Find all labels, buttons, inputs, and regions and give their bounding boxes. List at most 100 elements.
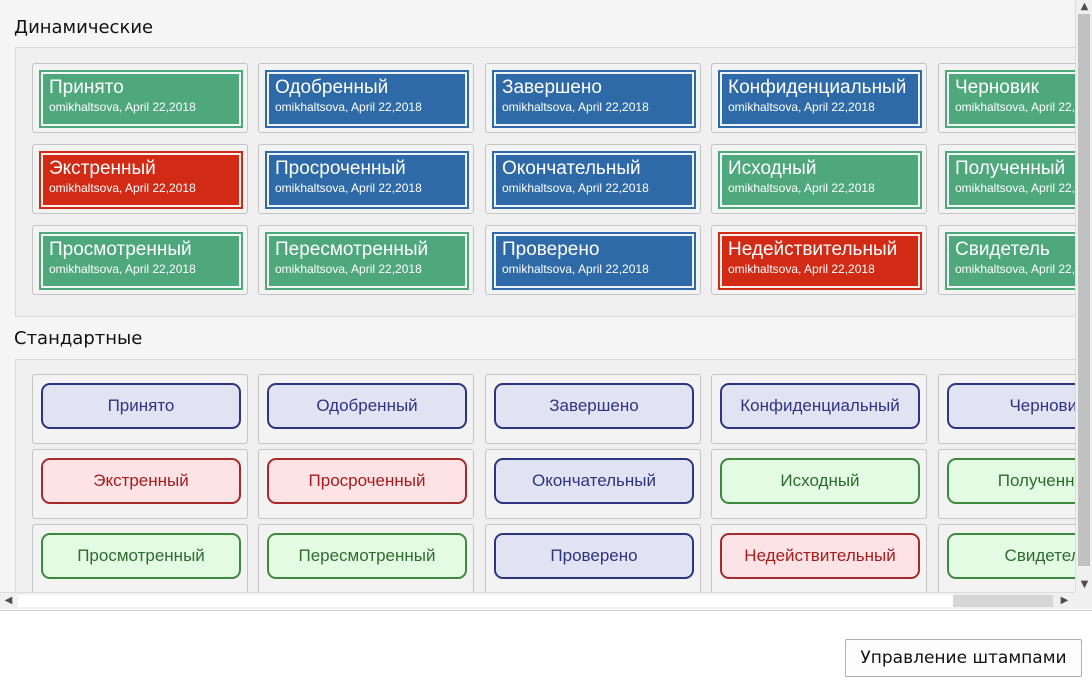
- stamp-title: Недействительный: [728, 239, 898, 260]
- dynamic-stamp-cell[interactable]: Просмотренный omikhaltsova, April 22,2018: [32, 225, 248, 295]
- standard-stamp[interactable]: Проверено: [494, 533, 694, 579]
- standard-stamp-cell[interactable]: Завершено: [485, 374, 701, 444]
- standard-stamp-cell[interactable]: Исходный: [711, 449, 927, 519]
- standard-stamp-cell[interactable]: Проверено: [485, 524, 701, 592]
- standard-stamp[interactable]: Одобренный: [267, 383, 467, 429]
- standard-stamp[interactable]: Черновик: [947, 383, 1075, 429]
- triangle-up-icon[interactable]: ▲: [1080, 1, 1089, 12]
- stamp-title: Окончательный: [502, 158, 641, 179]
- standard-stamp-cell[interactable]: Полученный: [938, 449, 1075, 519]
- standard-stamp-cell[interactable]: Просмотренный: [32, 524, 248, 592]
- standard-stamp[interactable]: Принято: [41, 383, 241, 429]
- standard-stamp[interactable]: Окончательный: [494, 458, 694, 504]
- standard-stamp-cell[interactable]: Одобренный: [258, 374, 474, 444]
- dynamic-stamp[interactable]: Недействительный omikhaltsova, April 22,2…: [718, 232, 922, 290]
- standard-stamp-cell[interactable]: Конфиденциальный: [711, 374, 927, 444]
- footer-divider: [0, 610, 1092, 611]
- standard-stamp[interactable]: Полученный: [947, 458, 1075, 504]
- vertical-scrollbar[interactable]: ▲ ▼: [1075, 0, 1092, 592]
- stamp-subtitle: omikhaltsova, April 22,2018: [275, 100, 422, 114]
- dynamic-stamp[interactable]: Просроченный omikhaltsova, April 22,2018: [265, 151, 469, 209]
- standard-stamp[interactable]: Конфиденциальный: [720, 383, 920, 429]
- stamp-title: Завершено: [502, 77, 602, 98]
- standard-stamp[interactable]: Пересмотренный: [267, 533, 467, 579]
- dynamic-stamp[interactable]: Просмотренный omikhaltsova, April 22,2018: [39, 232, 243, 290]
- standard-stamp-cell[interactable]: Черновик: [938, 374, 1075, 444]
- stamp-title: Черновик: [955, 77, 1039, 98]
- standard-stamp[interactable]: Исходный: [720, 458, 920, 504]
- standard-stamp-cell[interactable]: Пересмотренный: [258, 524, 474, 592]
- stamp-subtitle: omikhaltsova, April 22,2018: [275, 181, 422, 195]
- standard-stamp-cell[interactable]: Свидетель: [938, 524, 1075, 592]
- triangle-down-icon[interactable]: ▼: [1080, 579, 1089, 590]
- horizontal-scrollbar[interactable]: ◀ ▶: [0, 592, 1075, 609]
- dynamic-stamp-cell[interactable]: Просроченный omikhaltsova, April 22,2018: [258, 144, 474, 214]
- stamp-title: Конфиденциальный: [728, 77, 907, 98]
- stamp-title: Исходный: [728, 158, 817, 179]
- triangle-right-icon[interactable]: ▶: [1060, 595, 1069, 606]
- horizontal-scroll-track[interactable]: [18, 595, 953, 607]
- manage-stamps-button[interactable]: Управление штампами: [845, 639, 1082, 677]
- vertical-scroll-thumb[interactable]: [1078, 14, 1090, 566]
- stamp-subtitle: omikhaltsova, April 22,2018: [49, 262, 196, 276]
- standard-stamp[interactable]: Просмотренный: [41, 533, 241, 579]
- standard-stamp[interactable]: Свидетель: [947, 533, 1075, 579]
- standard-stamp[interactable]: Завершено: [494, 383, 694, 429]
- scrollbar-corner: [1075, 592, 1092, 609]
- stamp-frame: Просроченный omikhaltsova, April 22,2018: [267, 153, 467, 207]
- horizontal-scroll-thumb[interactable]: [953, 595, 1053, 607]
- stamp-title: Свидетель: [955, 239, 1050, 260]
- standard-stamp-cell[interactable]: Принято: [32, 374, 248, 444]
- standard-stamp[interactable]: Недействительный: [720, 533, 920, 579]
- standard-stamp[interactable]: Экстренный: [41, 458, 241, 504]
- standard-stamp-cell[interactable]: Экстренный: [32, 449, 248, 519]
- stamp-subtitle: omikhaltsova, April 22,2018: [49, 181, 196, 195]
- stamp-title: Принято: [49, 77, 124, 98]
- standard-stamp[interactable]: Просроченный: [267, 458, 467, 504]
- standard-stamp-cell[interactable]: Недействительный: [711, 524, 927, 592]
- stamp-title: Проверено: [502, 239, 600, 260]
- stamp-title: Просмотренный: [49, 239, 192, 260]
- dynamic-stamp-cell[interactable]: Недействительный omikhaltsova, April 22,2…: [711, 225, 927, 295]
- standard-stamp-cell[interactable]: Окончательный: [485, 449, 701, 519]
- stamp-subtitle: omikhaltsova, April 22,2018: [728, 262, 875, 276]
- triangle-left-icon[interactable]: ◀: [4, 595, 13, 606]
- standard-stamp-cell[interactable]: Просроченный: [258, 449, 474, 519]
- stamp-title: Просроченный: [275, 158, 406, 179]
- section-title-standard: Стандартные: [14, 328, 143, 349]
- stamp-title: Пересмотренный: [275, 239, 429, 260]
